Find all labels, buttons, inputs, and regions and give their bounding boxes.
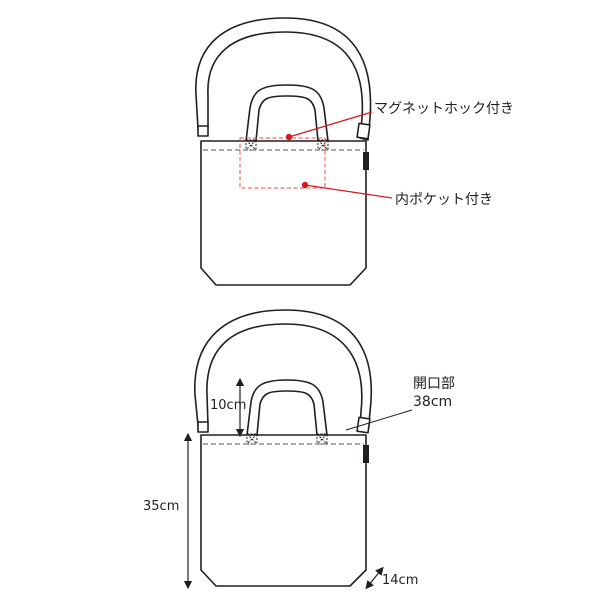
opening-leader-line [345, 409, 413, 431]
bottom-bag-body [200, 434, 367, 587]
bottom-side-tag [363, 445, 369, 463]
opening-value-label: 38cm [413, 394, 453, 410]
gusset-arrow [365, 566, 384, 590]
opening-title-label: 開口部 [413, 376, 455, 392]
gusset-label: 14cm [382, 573, 419, 588]
top-bag-figure [195, 17, 372, 286]
pocket-callout-line [304, 184, 393, 199]
top-side-tag [363, 152, 369, 170]
top-strap-loop-right [356, 122, 371, 140]
dimension-arrows [183, 377, 413, 590]
top-strap-loop-left [197, 125, 209, 137]
bag-height-label: 35cm [143, 499, 180, 514]
magnet-label: マグネットホック付き [374, 101, 514, 117]
top-shoulder-strap [195, 17, 372, 141]
bottom-bag-figure [194, 309, 372, 587]
bottom-short-handle [246, 379, 328, 436]
top-short-handle [245, 84, 329, 142]
inner-pocket-outline [239, 137, 326, 189]
pocket-label: 内ポケット付き [395, 192, 493, 208]
top-bag-body [200, 140, 367, 286]
magnet-callout-line [288, 111, 373, 138]
magnet-callout-dot [285, 133, 293, 141]
pocket-callout-dot [301, 181, 309, 189]
bottom-strap-loop-left [197, 421, 209, 433]
handle-height-label: 10cm [210, 398, 247, 413]
